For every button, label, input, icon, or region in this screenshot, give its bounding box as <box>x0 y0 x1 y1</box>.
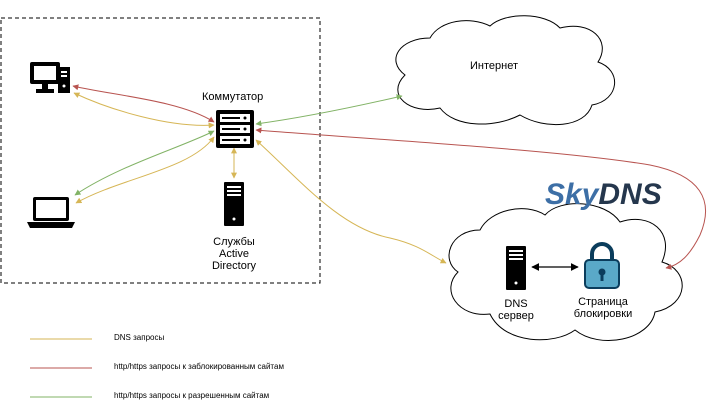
block-page-label-line-2: блокировки <box>573 308 633 320</box>
internet-label: Интернет <box>470 60 518 72</box>
ad-label: Службы Active Directory <box>206 236 262 272</box>
ad-label-line-1: Службы <box>213 236 255 248</box>
ad-label-line-2: Active <box>219 248 249 260</box>
legend-label-blocked: http/https запросы к заблокированным сай… <box>114 362 284 371</box>
desktop-switch-yellow-line <box>73 92 215 129</box>
block-page-label-line-1: Страница <box>578 296 628 308</box>
network-switch-icon <box>216 110 254 148</box>
laptop-switch-yellow-line <box>75 136 215 204</box>
dns-server-label-line-2: сервер <box>498 310 534 322</box>
laptop-switch-green-line <box>74 130 215 196</box>
desktop-computer-icon <box>30 62 70 93</box>
laptop-icon <box>27 197 75 228</box>
block-page-label: Страница блокировки <box>566 296 640 320</box>
skydns-logo: SkyDNS <box>545 178 662 211</box>
switch-dns-yellow-line <box>255 139 447 264</box>
switch-label: Коммутатор <box>202 91 264 103</box>
dns-server-label: DNS сервер <box>494 298 538 322</box>
ad-server-tower-icon <box>224 182 244 226</box>
internet-cloud <box>395 15 615 126</box>
switch-internet-green-line <box>255 94 403 127</box>
legend-label-allowed: http/https запросы к разрешенным сайтам <box>114 391 270 400</box>
local-network-boundary <box>0 17 321 284</box>
padlock-icon <box>584 242 620 289</box>
ad-label-line-3: Directory <box>211 260 256 272</box>
desktop-switch-red-line <box>72 84 215 123</box>
dns-server-label-line-1: DNS <box>504 298 528 310</box>
dns-server-tower-icon <box>506 246 526 290</box>
legend-label-dns: DNS запросы <box>114 333 165 342</box>
